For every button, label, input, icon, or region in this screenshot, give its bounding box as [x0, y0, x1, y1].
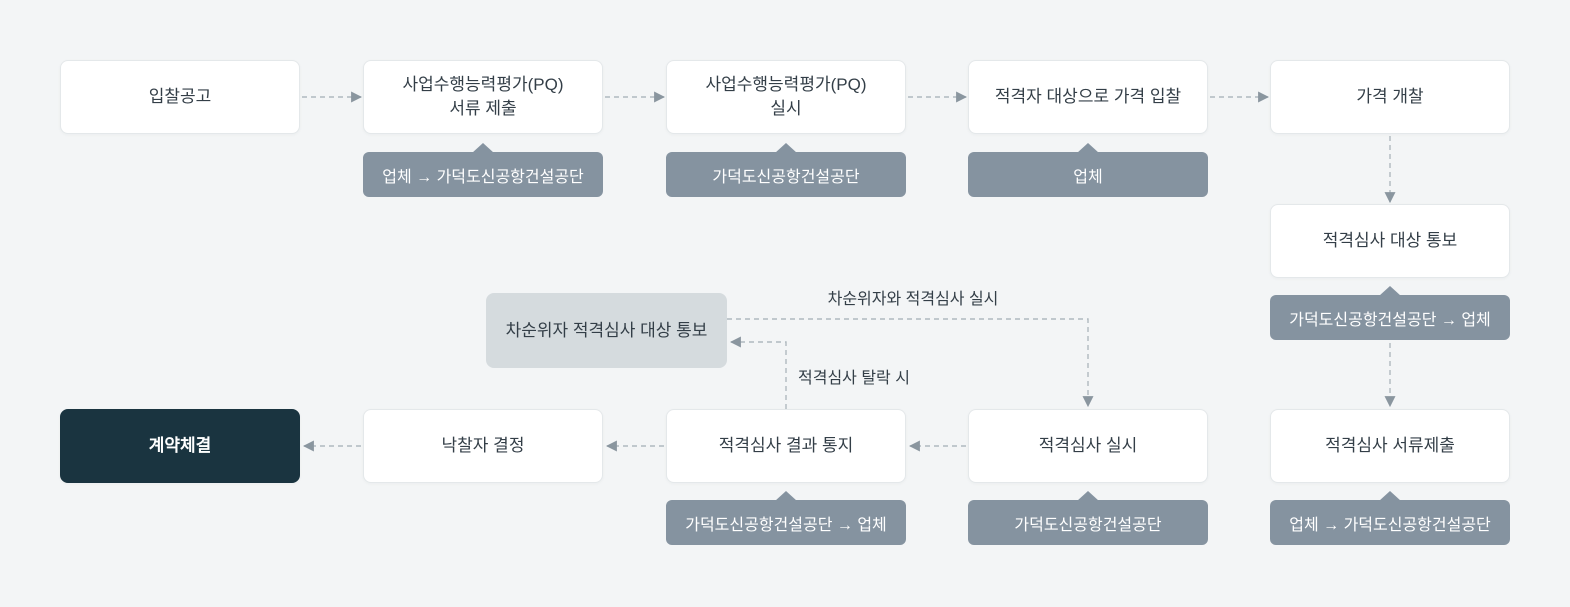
node-runnerup-notice: 차순위자 적격심사 대상 통보: [486, 293, 727, 368]
node-label: 낙찰자 결정: [441, 436, 525, 456]
tooltip-eligibility-result: 가덕도신공항건설공단 → 업체: [666, 491, 906, 545]
connector-runnerup-to-exam: [727, 318, 1094, 408]
tooltip-eligibility-notice: 가덕도신공항건설공단 → 업체: [1270, 286, 1510, 340]
tooltip-label: 가덕도신공항건설공단 → 업체: [685, 516, 887, 534]
tooltip-pq-conduct: 가덕도신공항건설공단: [666, 143, 906, 197]
tooltip-label: 업체: [1073, 168, 1103, 186]
tooltip-label: 업체 → 가덕도신공항건설공단: [382, 168, 584, 186]
node-label: 차순위자 적격심사 대상 통보: [505, 320, 708, 340]
tooltip-caret: [1379, 286, 1401, 296]
node-label: 사업수행능력평가(PQ) 실시: [705, 75, 867, 118]
tooltip-caret: [775, 491, 797, 501]
tooltip-label: 가덕도신공항건설공단 → 업체: [1289, 311, 1491, 329]
tooltip-label: 가덕도신공항건설공단: [1014, 516, 1162, 534]
tooltip-caret: [1077, 491, 1099, 501]
node-winner-decision: 낙찰자 결정: [363, 409, 603, 483]
edge-label-runnerup-exam: 차순위자와 적격심사 실시: [827, 291, 999, 308]
tooltip-label: 가덕도신공항건설공단: [712, 168, 860, 186]
node-price-bid: 적격자 대상으로 가격 입찰: [968, 60, 1208, 134]
node-eligibility-notice: 적격심사 대상 통보: [1270, 204, 1510, 278]
node-bid-announcement: 입찰공고: [60, 60, 300, 134]
node-eligibility-docs: 적격심사 서류제출: [1270, 409, 1510, 483]
node-eligibility-exam: 적격심사 실시: [968, 409, 1208, 483]
node-price-opening: 가격 개찰: [1270, 60, 1510, 134]
node-label: 적격심사 실시: [1038, 436, 1138, 456]
tooltip-pq-submit: 업체 → 가덕도신공항건설공단: [363, 143, 603, 197]
node-pq-submit: 사업수행능력평가(PQ) 서류 제출: [363, 60, 603, 134]
node-label: 사업수행능력평가(PQ) 서류 제출: [402, 75, 564, 118]
tooltip-label: 업체 → 가덕도신공항건설공단: [1289, 516, 1491, 534]
node-eligibility-result: 적격심사 결과 통지: [666, 409, 906, 483]
node-label: 계약체결: [148, 436, 212, 456]
tooltip-eligibility-exam: 가덕도신공항건설공단: [968, 491, 1208, 545]
tooltip-caret: [775, 143, 797, 153]
edge-label-exam-fail: 적격심사 탈락 시: [798, 370, 910, 387]
connector-result-to-runnerup: [729, 336, 787, 409]
tooltip-eligibility-docs: 업체 → 가덕도신공항건설공단: [1270, 491, 1510, 545]
tooltip-caret: [1379, 491, 1401, 501]
tooltip-caret: [1077, 143, 1099, 153]
tooltip-caret: [472, 143, 494, 153]
node-contract: 계약체결: [60, 409, 300, 483]
node-label: 가격 개찰: [1356, 87, 1424, 107]
node-label: 적격심사 서류제출: [1325, 436, 1455, 456]
node-pq-conduct: 사업수행능력평가(PQ) 실시: [666, 60, 906, 134]
node-label: 적격자 대상으로 가격 입찰: [994, 87, 1182, 107]
node-label: 적격심사 대상 통보: [1322, 231, 1458, 251]
node-label: 입찰공고: [148, 87, 212, 107]
tooltip-price-bid: 업체: [968, 143, 1208, 197]
node-label: 적격심사 결과 통지: [718, 436, 854, 456]
